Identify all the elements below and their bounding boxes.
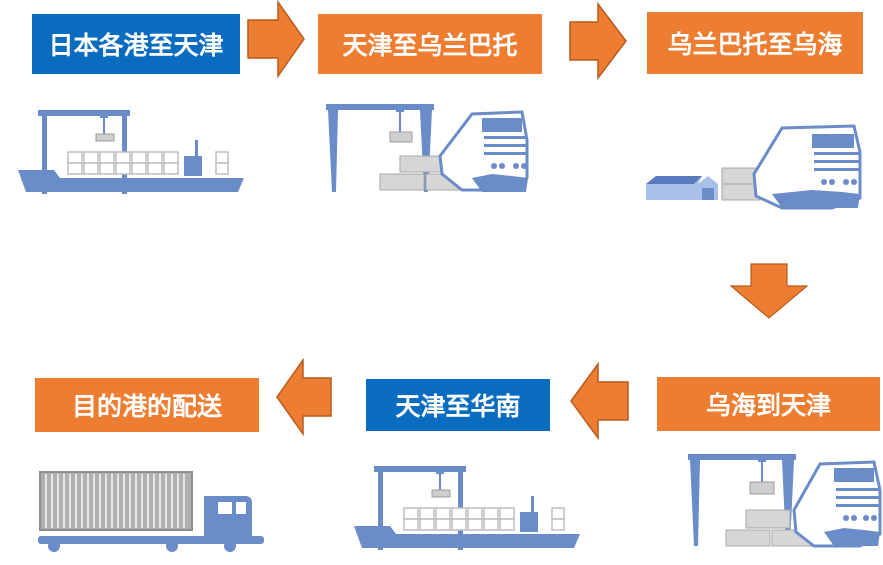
step-5-label: 天津至华南 <box>366 379 550 431</box>
step-2-label: 天津至乌兰巴托 <box>318 14 542 74</box>
arrow-left-icon <box>570 362 629 440</box>
arrow-right-icon <box>569 2 627 80</box>
crane-train-illustration <box>326 104 529 192</box>
step-1-label: 日本各港至天津 <box>32 14 240 74</box>
warehouse-train-illustration <box>646 124 862 210</box>
step-6-label: 目的港的配送 <box>35 378 259 432</box>
arrow-down-icon <box>729 263 809 319</box>
ship-illustration <box>354 466 580 550</box>
step-4-label: 乌海到天津 <box>657 377 880 431</box>
truck-illustration <box>38 471 264 552</box>
arrow-left-icon <box>276 358 332 436</box>
ship-illustration <box>18 110 244 194</box>
arrow-right-icon <box>247 0 305 78</box>
crane-train-illustration <box>688 454 882 548</box>
step-3-label: 乌兰巴托至乌海 <box>647 12 863 74</box>
